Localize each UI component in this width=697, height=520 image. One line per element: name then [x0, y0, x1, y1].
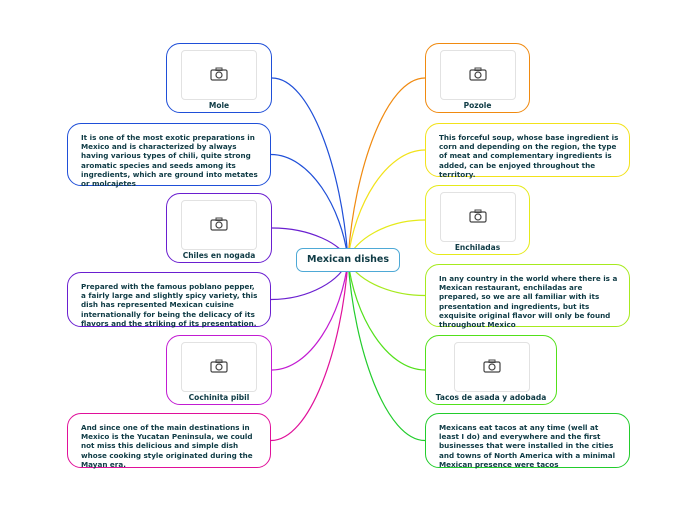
cochinita-description[interactable]: And since one of the main destinations i…	[67, 413, 271, 469]
central-topic[interactable]: Mexican dishes	[296, 248, 400, 272]
tacos-topic[interactable]: Tacos de asada y adobada	[425, 335, 557, 405]
enchiladas-description-text: In any country in the world where there …	[439, 274, 618, 330]
pozole-description[interactable]: This forceful soup, whose base ingredien…	[425, 123, 630, 179]
camera-icon	[483, 359, 501, 373]
connector-mole-text	[270, 153, 349, 261]
tacos-label: Tacos de asada y adobada	[435, 393, 547, 402]
connector-pozole	[347, 77, 426, 261]
camera-icon	[469, 209, 487, 223]
image-placeholder	[181, 342, 257, 392]
chiles-description-text: Prepared with the famous poblano pepper,…	[81, 282, 258, 328]
connector-cochinita	[271, 259, 349, 371]
pozole-topic[interactable]: Pozole	[425, 43, 530, 113]
mole-description[interactable]: It is one of the most exotic preparation…	[67, 123, 271, 189]
image-placeholder	[454, 342, 530, 392]
connector-tacos-text	[347, 259, 426, 442]
mole-description-text: It is one of the most exotic preparation…	[81, 133, 258, 189]
image-placeholder	[440, 50, 516, 100]
cochinita-topic[interactable]: Cochinita pibil	[166, 335, 272, 405]
tacos-description-text: Mexicans eat tacos at any time (well at …	[439, 423, 616, 469]
enchiladas-label: Enchiladas	[454, 243, 501, 252]
tacos-description[interactable]: Mexicans eat tacos at any time (well at …	[425, 413, 630, 469]
chiles-description[interactable]: Prepared with the famous poblano pepper,…	[67, 272, 271, 328]
camera-icon	[210, 359, 228, 373]
mole-topic[interactable]: Mole	[166, 43, 272, 113]
mole-label: Mole	[208, 101, 230, 110]
camera-icon	[469, 67, 487, 81]
chiles-label: Chiles en nogada	[182, 251, 256, 260]
enchiladas-description[interactable]: In any country in the world where there …	[425, 264, 630, 330]
image-placeholder	[181, 50, 257, 100]
camera-icon	[210, 67, 228, 81]
connector-pozole-text	[347, 149, 426, 261]
cochinita-description-text: And since one of the main destinations i…	[81, 423, 253, 469]
camera-icon	[210, 217, 228, 231]
connector-cochinita-text	[270, 259, 349, 442]
image-placeholder	[181, 200, 257, 250]
enchiladas-topic[interactable]: Enchiladas	[425, 185, 530, 255]
cochinita-label: Cochinita pibil	[188, 393, 250, 402]
pozole-label: Pozole	[463, 101, 492, 110]
image-placeholder	[440, 192, 516, 242]
connector-tacos	[347, 259, 426, 371]
pozole-description-text: This forceful soup, whose base ingredien…	[439, 133, 619, 179]
chiles-topic[interactable]: Chiles en nogada	[166, 193, 272, 263]
connector-mole	[271, 77, 349, 261]
